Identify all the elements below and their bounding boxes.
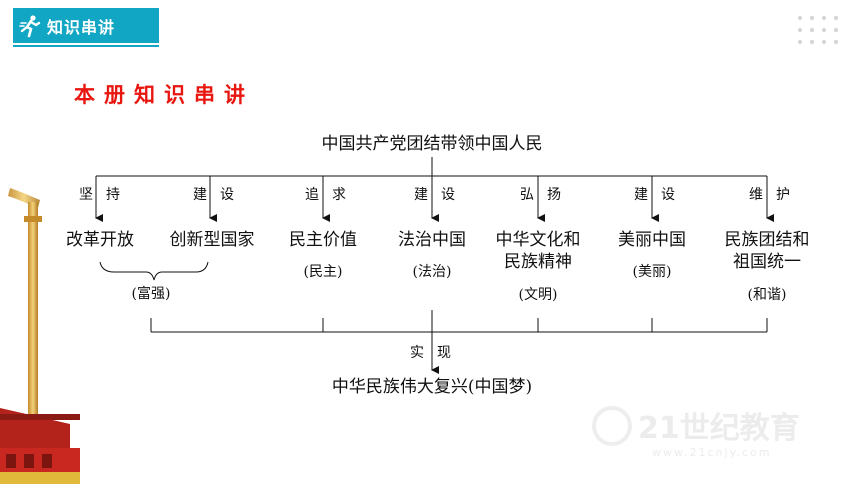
paren-prosperity: (富强) [131, 286, 171, 302]
tiananmen-decoration [0, 188, 80, 484]
section-title: 本册知识串讲 [74, 83, 254, 107]
realize-verb: 实现 [410, 345, 464, 361]
node-beautiful-china: 美丽中国 [618, 230, 686, 250]
node-democratic-values: 民主价值 [289, 230, 357, 250]
watermark-url: www.21cnjy.com [652, 446, 771, 459]
paren-beauty: (美丽) [632, 264, 672, 280]
dot-grid-decoration [798, 16, 838, 44]
node-chinese-culture-line1: 中华文化和 [495, 230, 581, 250]
node-reform-opening: 改革开放 [66, 230, 134, 250]
runner-icon [13, 8, 47, 43]
node-innovative-country: 创新型国家 [169, 230, 255, 250]
node-ethnic-unity-line1: 民族团结和 [724, 230, 810, 250]
header-underline [13, 45, 159, 47]
watermark-brand: 21世纪教育 [638, 411, 800, 446]
header-badge: 知识串讲 [13, 8, 159, 43]
branch-verb-5: 弘扬 [520, 187, 574, 203]
node-rule-of-law-china: 法治中国 [398, 230, 466, 250]
header-title: 知识串讲 [47, 17, 116, 37]
watermark-logo: 21世纪教育 www.21cnjy.com [592, 406, 800, 459]
branch-verb-4: 建设 [414, 187, 468, 203]
diagram-top-node: 中国共产党团结带领中国人民 [321, 134, 543, 154]
paren-rule-of-law: (法治) [412, 264, 452, 280]
branch-verb-2: 建设 [193, 187, 247, 203]
branch-verb-7: 维护 [749, 187, 803, 203]
node-chinese-culture-line2: 民族精神 [504, 252, 572, 272]
paren-democracy: (民主) [303, 264, 343, 280]
paren-civilization: (文明) [518, 287, 558, 303]
paren-harmony: (和谐) [747, 287, 787, 303]
branch-verb-3: 追求 [305, 187, 359, 203]
diagram-bottom-node: 中华民族伟大复兴(中国梦) [331, 377, 533, 397]
node-ethnic-unity-line2: 祖国统一 [733, 252, 801, 272]
branch-verb-6: 建设 [634, 187, 688, 203]
branch-verb-1: 坚持 [79, 187, 133, 203]
